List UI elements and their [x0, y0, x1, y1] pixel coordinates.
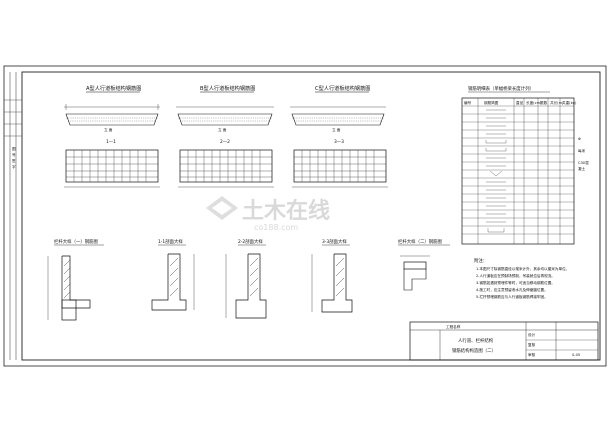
table-header-dia: 直径 [516, 100, 524, 105]
table-title: 钢筋明细表（单幅桥梁长度计列） [468, 85, 534, 92]
watermark-brand: 土木在线 [242, 198, 330, 224]
sheet-outer-border [3, 65, 607, 367]
plan-note-a: 立 面 [104, 127, 113, 132]
detail-1: 栏杆大样（一）钢筋图 [47, 238, 104, 321]
table-header-sketch: 钢筋简图 [484, 100, 499, 105]
detail-5: 栏杆大样（二）钢筋图 [398, 238, 450, 291]
section-3: 3—3 [292, 139, 388, 188]
watermark-domain: co188.com [254, 223, 298, 232]
detail-title-4: 3-3剖面大样 [322, 238, 347, 245]
table-header-len: 长度(cm) [526, 100, 542, 105]
rebar-schedule-table: 钢筋明细表（单幅桥梁长度计列） 编号 钢筋简图 直径 长度(cm) 根数 共长(… [461, 85, 589, 245]
detail-3: 2-2剖面大样 [225, 238, 267, 319]
notes-line-4: 4.施工时，应注意预留泄水孔及伸缩缝位置。 [476, 287, 548, 292]
title-block: 工程名称 人行道、栏杆结构 钢筋结构构造图（二） 设计 复核 审核 S-05 [409, 321, 599, 361]
table-side-note-3: C30混 [578, 160, 589, 165]
detail-title-2: 1-1剖面大样 [158, 238, 183, 245]
notes-line-5: 5.栏杆预埋钢筋应与人行道板钢筋焊接牢固。 [476, 294, 548, 299]
strip-char-4: 字 [12, 164, 16, 169]
detail-title-1: 栏杆大样（一）钢筋图 [54, 238, 99, 245]
table-header-weight: 共重(kg) [562, 100, 577, 105]
watermark-logo-icon [206, 196, 238, 220]
left-binding-strip: 图 号 签 字 [4, 72, 22, 360]
section-1: 1—1 [64, 139, 160, 188]
strip-char-3: 签 [12, 158, 16, 163]
plan-view-b: B型人行道板结构钢筋图 立 面 [176, 84, 274, 132]
notes-line-1: 1.本图尺寸除钢筋直径以毫米计外，其余均以厘米为单位。 [476, 266, 569, 271]
notes-title: 附注： [474, 257, 487, 264]
plan-title-b: B型人行道板结构钢筋图 [200, 84, 255, 92]
title-block-sheet-no: S-05 [572, 353, 580, 357]
detail-4: 3-3剖面大样 [311, 238, 353, 313]
watermark: 土木在线 co188.com [206, 196, 330, 232]
title-block-label-1: 设计 [528, 332, 536, 337]
sheet-inner-border [21, 71, 601, 361]
notes-block: 附注： 1.本图尺寸除钢筋直径以毫米计外，其余均以厘米为单位。 2.人行道板应在… [474, 257, 569, 299]
plan-view-a: A型人行道板结构钢筋图 立 面 [64, 84, 160, 132]
section-2: 2—2 [178, 139, 274, 188]
detail-2: 1-1剖面大样 [151, 238, 195, 311]
section-title-3: 3—3 [334, 139, 344, 145]
title-block-project: 人行道、栏杆结构 [458, 337, 494, 344]
section-title-2: 2—2 [220, 139, 230, 145]
table-side-note-2: 每米 [578, 148, 586, 153]
plan-view-c: C型人行道板结构钢筋图 立 面 [290, 84, 386, 132]
table-header-no: 编号 [464, 100, 472, 105]
table-side-note-4: 凝土 [578, 166, 586, 171]
section-title-1: 1—1 [106, 139, 116, 145]
title-block-label-2: 复核 [528, 342, 536, 347]
plan-note-c: 立 面 [332, 127, 341, 132]
table-header-total: 共长(m) [550, 100, 564, 105]
title-block-label-3: 审核 [528, 352, 536, 357]
detail-title-3: 2-2剖面大样 [238, 238, 263, 245]
detail-title-5: 栏杆大样（二）钢筋图 [398, 238, 443, 245]
strip-char-2: 号 [12, 152, 16, 157]
plan-title-c: C型人行道板结构钢筋图 [315, 84, 371, 92]
notes-line-2: 2.人行道板应在预制场预制，吊装就位后再现浇。 [476, 273, 555, 278]
title-block-drawing: 钢筋结构构造图（二） [452, 347, 496, 354]
table-header-row: 编号 钢筋简图 直径 长度(cm) 根数 共长(m) 共重(kg) [464, 100, 577, 105]
notes-line-3: 3.钢筋如遇到预埋件等时，可适当移动钢筋位置。 [476, 280, 555, 285]
table-header-count: 根数 [540, 100, 548, 105]
strip-char-1: 图 [12, 147, 16, 151]
plan-note-b: 立 面 [218, 127, 227, 132]
title-block-header: 工程名称 [446, 324, 461, 329]
table-side-note-1: Φ [578, 137, 581, 141]
plan-title-a: A型人行道板结构钢筋图 [86, 84, 141, 92]
